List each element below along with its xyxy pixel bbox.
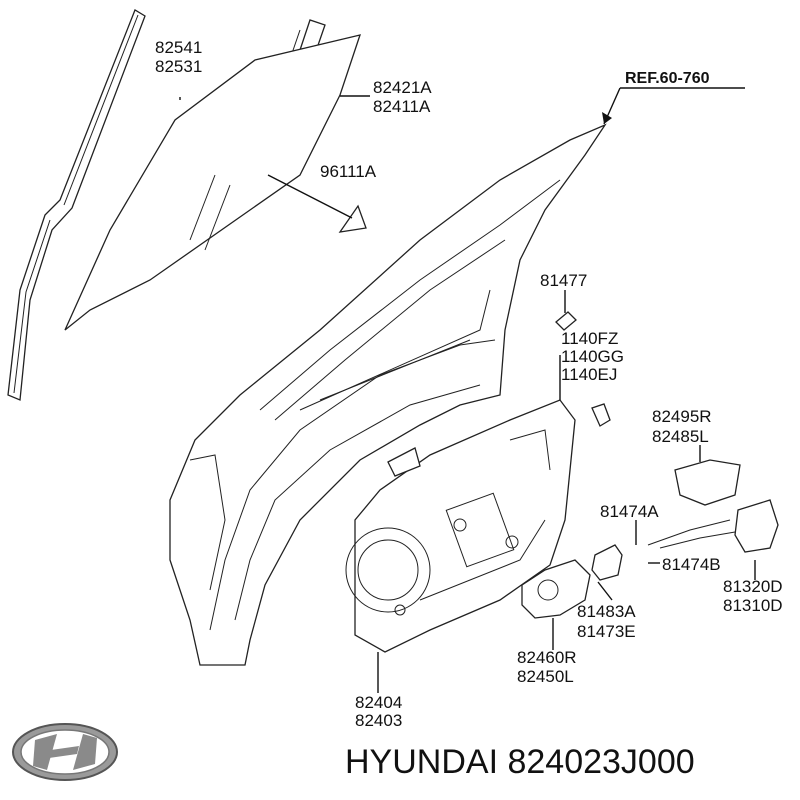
label-latch-2: 81310D: [723, 596, 783, 615]
door-frame: [169, 123, 607, 666]
leader-lines: [179, 87, 756, 693]
brand-text: HYUNDAI 824023J000: [345, 743, 695, 781]
label-bolt-3: 1140EJ: [561, 365, 617, 384]
label-striker-b: 81474B: [662, 555, 721, 574]
label-striker-a: 81474A: [600, 502, 659, 521]
label-bracket-2: 82485L: [652, 427, 709, 446]
label-antenna: 96111A: [320, 162, 377, 181]
label-bracket-1: 82495R: [652, 407, 712, 426]
reference-label: REF.60-760: [625, 70, 710, 87]
label-regulator-1: 82460R: [517, 648, 577, 667]
reference-arrow-icon: [602, 112, 612, 124]
label-grommet: 81477: [540, 271, 587, 290]
module-panel: [345, 399, 576, 653]
regulator-motor: [521, 559, 591, 619]
label-latch-1: 81320D: [723, 577, 783, 596]
inside-handle: [591, 544, 623, 581]
hyundai-logo-icon: [12, 723, 118, 781]
label-panel-1: 82404: [355, 693, 402, 712]
delta-cover: [338, 204, 367, 233]
label-glass-1: 82421A: [373, 78, 432, 97]
label-glass-run-1: 82541: [155, 38, 202, 57]
label-glass-2: 82411A: [373, 97, 431, 116]
door-latch: [647, 499, 779, 553]
label-bolt-2: 1140GG: [561, 347, 624, 366]
label-handle-1: 81483A: [577, 602, 636, 621]
label-handle-2: 81473E: [577, 622, 636, 641]
label-bolt-1: 1140FZ: [561, 329, 618, 348]
label-regulator-2: 82450L: [517, 667, 574, 686]
door-glass: [64, 34, 361, 331]
bolt-icon: [555, 311, 611, 427]
label-glass-run-2: 82531: [155, 57, 202, 76]
label-panel-2: 82403: [355, 711, 402, 730]
latch-bracket: [674, 459, 741, 506]
